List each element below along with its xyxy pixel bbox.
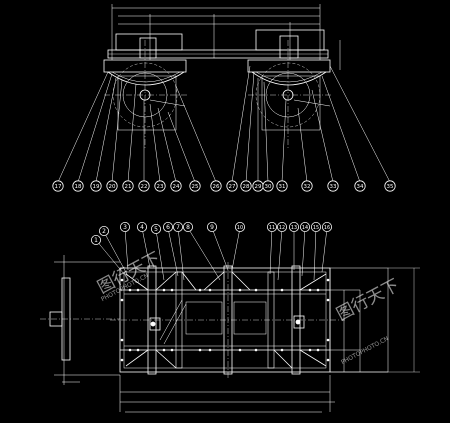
top-callout-circle-24 xyxy=(170,180,182,192)
top-callout-label-33: 33 xyxy=(330,184,337,190)
bottom-callout-label-9: 9 xyxy=(210,224,214,231)
bottom-callout-circle-16 xyxy=(321,221,332,232)
top-callout-circle-28 xyxy=(240,180,252,192)
bottom-callout-circle-9 xyxy=(206,221,217,232)
bottom-callout-label-2: 2 xyxy=(102,228,106,235)
bottom-callout-label-3: 3 xyxy=(123,224,127,231)
top-callout-label-20: 20 xyxy=(109,184,116,190)
top-callout-label-19: 19 xyxy=(93,184,100,190)
top-callout-circle-35 xyxy=(384,180,396,192)
top-callout-circle-19 xyxy=(90,180,102,192)
bottom-callout-circle-3 xyxy=(120,221,131,232)
bottom-callout-label-8: 8 xyxy=(186,224,190,231)
bottom-callout-label-6: 6 xyxy=(166,224,170,231)
top-callout-label-18: 18 xyxy=(75,184,82,190)
top-callout-label-34: 34 xyxy=(357,184,364,190)
top-callout-circle-21 xyxy=(122,180,134,192)
bottom-callout-circle-1 xyxy=(91,234,102,245)
bottom-callout-label-16: 16 xyxy=(324,225,330,231)
top-callout-label-24: 24 xyxy=(173,184,180,190)
bottom-callout-circle-5 xyxy=(150,223,161,234)
top-callout-circle-30 xyxy=(262,180,274,192)
bottom-callout-circle-11 xyxy=(266,221,277,232)
top-callout-label-30: 30 xyxy=(265,184,272,190)
top-callout-label-21: 21 xyxy=(125,184,132,190)
top-elevation-view xyxy=(57,4,391,183)
bottom-callout-label-14: 14 xyxy=(302,225,308,231)
bottom-callout-label-12: 12 xyxy=(279,225,285,231)
top-callout-circle-34 xyxy=(354,180,366,192)
top-callout-circle-26 xyxy=(210,180,222,192)
top-callout-circle-31 xyxy=(276,180,288,192)
top-callout-circle-17 xyxy=(52,180,64,192)
top-callout-label-29: 29 xyxy=(255,184,262,190)
top-callout-circle-27 xyxy=(226,180,238,192)
bottom-callout-circle-7 xyxy=(172,221,183,232)
bottom-callout-circle-8 xyxy=(182,221,193,232)
bottom-callout-circle-4 xyxy=(136,221,147,232)
top-callout-label-25: 25 xyxy=(192,184,199,190)
top-callout-label-27: 27 xyxy=(229,184,236,190)
bottom-callout-label-4: 4 xyxy=(140,224,144,231)
top-callout-label-31: 31 xyxy=(279,184,286,190)
bottom-callout-label-1: 1 xyxy=(94,237,98,244)
top-callout-circle-25 xyxy=(189,180,201,192)
top-callout-label-28: 28 xyxy=(243,184,250,190)
bottom-callout-label-10: 10 xyxy=(237,225,243,231)
top-callout-label-35: 35 xyxy=(387,184,394,190)
top-callout-circle-22 xyxy=(138,180,150,192)
top-callout-circle-32 xyxy=(301,180,313,192)
top-callout-label-22: 22 xyxy=(141,184,148,190)
bottom-callout-circle-14 xyxy=(299,221,310,232)
top-callout-circle-33 xyxy=(327,180,339,192)
top-callout-circle-20 xyxy=(106,180,118,192)
bottom-callout-label-5: 5 xyxy=(154,226,158,233)
top-callout-circle-18 xyxy=(72,180,84,192)
bottom-callout-circle-12 xyxy=(276,221,287,232)
bottom-plan-view xyxy=(40,227,420,413)
top-callout-label-23: 23 xyxy=(157,184,164,190)
bottom-callout-label-15: 15 xyxy=(313,225,319,231)
bottom-callout-label-11: 11 xyxy=(269,225,275,231)
bottom-callout-circle-15 xyxy=(310,221,321,232)
bottom-callout-label-13: 13 xyxy=(291,225,297,231)
top-callout-circle-23 xyxy=(154,180,166,192)
top-callout-label-32: 32 xyxy=(304,184,311,190)
top-callout-label-26: 26 xyxy=(213,184,220,190)
bottom-callout-circle-10 xyxy=(234,221,245,232)
bottom-callout-circle-13 xyxy=(288,221,299,232)
bottom-callout-circle-2 xyxy=(99,225,110,236)
bottom-callout-circle-6 xyxy=(162,221,173,232)
bottom-callout-label-7: 7 xyxy=(176,224,180,231)
top-callout-label-17: 17 xyxy=(55,184,62,190)
